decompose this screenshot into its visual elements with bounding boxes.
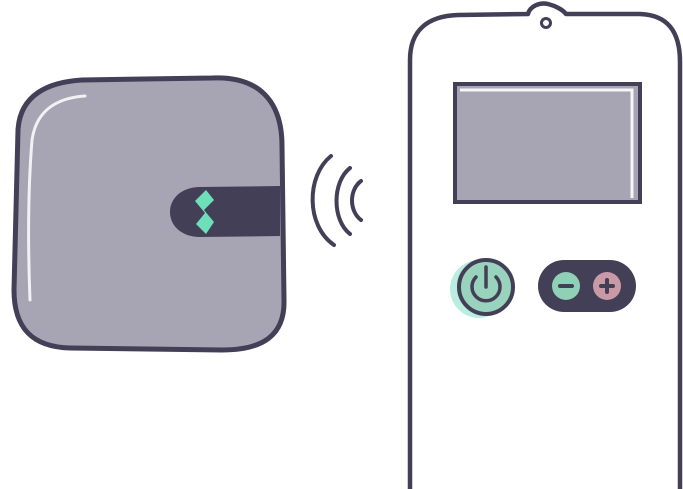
remote-device (410, 3, 680, 489)
hub-device (14, 78, 284, 350)
minus-icon (558, 284, 574, 288)
power-button[interactable] (450, 260, 513, 318)
hub-connector (170, 186, 280, 237)
signal-arc-inner (352, 181, 361, 220)
wireless-signal-icon (313, 156, 361, 245)
remote-display (455, 84, 640, 202)
plus-button[interactable] (593, 272, 621, 300)
signal-arc-outer (313, 156, 334, 245)
remote-body (410, 3, 680, 489)
minus-button[interactable] (552, 272, 580, 300)
signal-arc-middle (337, 168, 351, 234)
